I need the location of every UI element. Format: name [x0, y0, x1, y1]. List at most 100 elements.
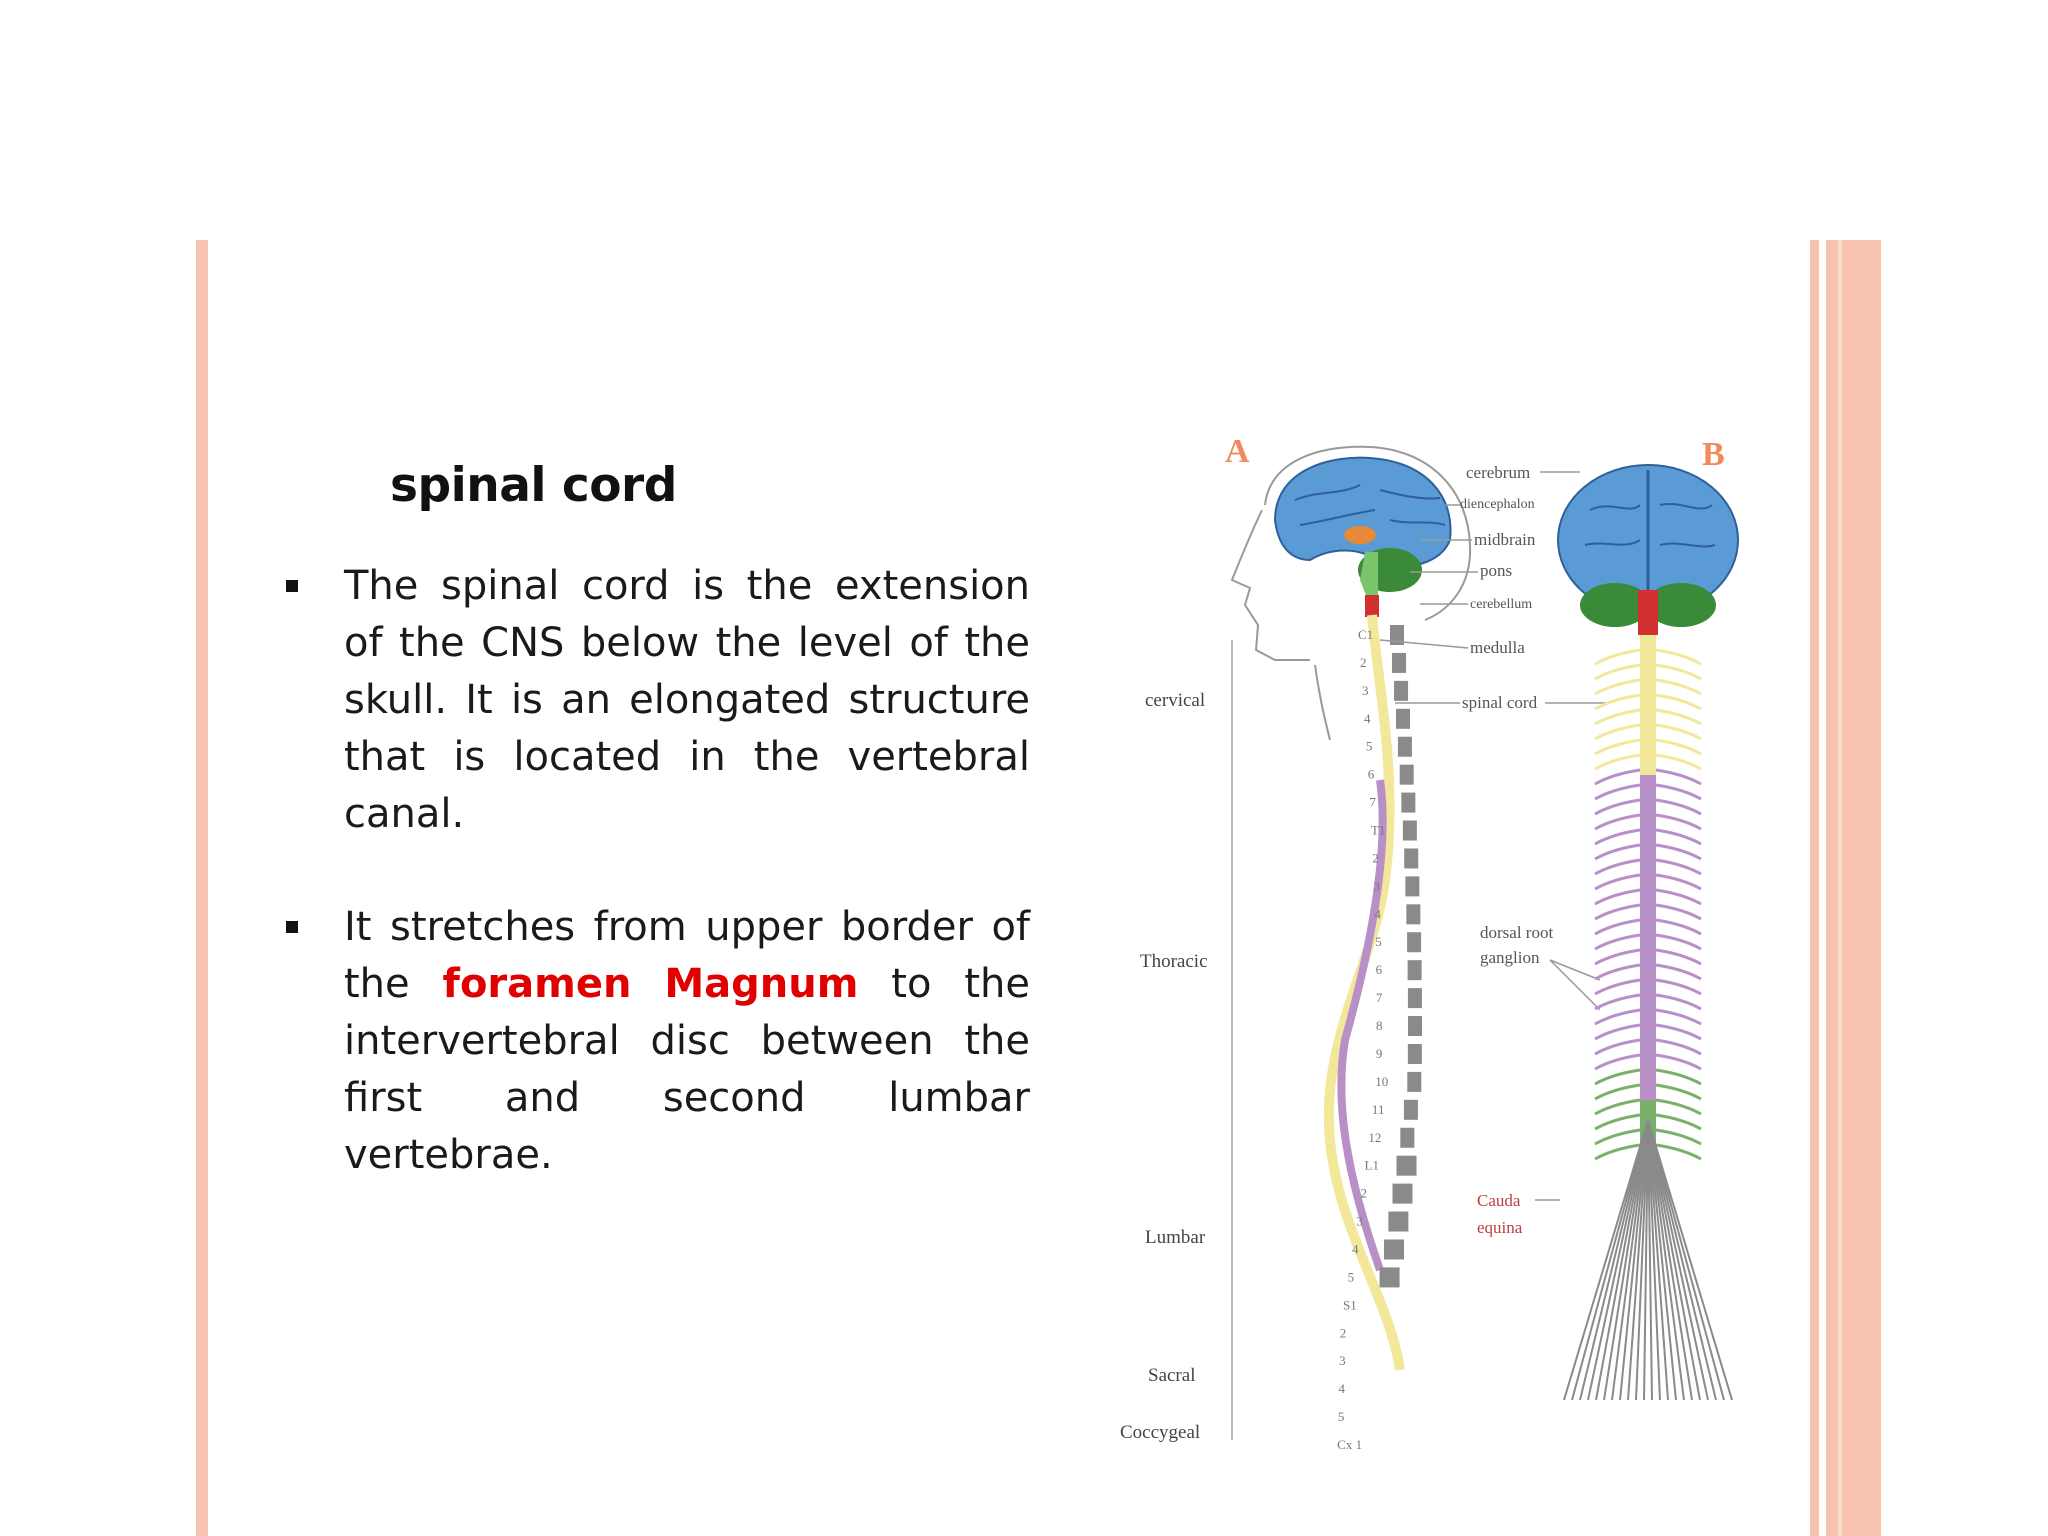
spinal-nerve [1594, 1023, 1641, 1041]
cauda-fiber [1647, 1119, 1661, 1401]
vertebra-label: 9 [1376, 1046, 1383, 1061]
spinal-nerve [1594, 1053, 1641, 1071]
cauda-fiber [1647, 1119, 1653, 1401]
spinal-nerve [1655, 948, 1702, 966]
label-thoracic: Thoracic [1140, 951, 1208, 972]
label-dorsal-root: dorsal root [1480, 923, 1553, 942]
spinal-nerve [1594, 1113, 1641, 1131]
bullet-item: The spinal cord is the extension of the … [280, 558, 1030, 843]
vertebra-body [1396, 1155, 1417, 1176]
cauda-fiber [1627, 1119, 1649, 1401]
cauda-fiber [1563, 1119, 1649, 1401]
label-cerebellum: cerebellum [1470, 597, 1532, 612]
spinal-nerve [1655, 693, 1702, 711]
spinal-nerve [1655, 858, 1702, 876]
spinal-nerve [1655, 1128, 1702, 1146]
spinal-nerve [1655, 843, 1702, 861]
spinal-nerve [1655, 723, 1702, 741]
highlight-foramen: foramen [442, 961, 632, 1007]
vertebra-label: L1 [1365, 1158, 1379, 1173]
slide-title: spinal cord [390, 458, 677, 513]
spinal-nerve [1655, 903, 1702, 921]
vertebra-label: 10 [1375, 1074, 1388, 1089]
spinal-nerve [1655, 933, 1702, 951]
spinal-nerve [1594, 723, 1641, 741]
cauda-fiber [1647, 1119, 1677, 1401]
bullet-text-start: It stretches from upper border of the [344, 904, 1030, 1007]
vertebra-body [1400, 1127, 1415, 1148]
spinal-nerve [1655, 888, 1702, 906]
spinal-nerve [1655, 1038, 1702, 1056]
vertebra-label: 3 [1373, 878, 1380, 893]
vertebra-body [1407, 1016, 1422, 1037]
spinal-nerve [1655, 813, 1702, 831]
vertebra-label: 5 [1375, 934, 1382, 949]
cauda-fiber [1619, 1119, 1649, 1401]
vertebra-label: 12 [1368, 1130, 1381, 1145]
spinal-nerve [1594, 933, 1641, 951]
vertebra-label: 2 [1360, 655, 1367, 670]
vertebra-body [1390, 625, 1404, 645]
spinal-nerve [1594, 978, 1641, 996]
spinal-nerve [1655, 1083, 1702, 1101]
vertebra-body [1407, 1043, 1422, 1064]
spinal-nerve [1594, 1068, 1641, 1086]
spinal-nerve [1594, 888, 1641, 906]
vertebra-label: 4 [1352, 1241, 1359, 1256]
right-accent-bar-thin [1810, 240, 1819, 1536]
vertebra-label: 2 [1372, 850, 1379, 865]
vertebral-column [1323, 614, 1405, 1371]
label-cervical: cervical [1145, 690, 1205, 711]
label-spinal-cord: spinal cord [1462, 693, 1538, 712]
spinal-nerve [1655, 1098, 1702, 1116]
spinal-nerve [1594, 813, 1641, 831]
vertebra-body [1402, 820, 1417, 841]
spinal-nerve [1594, 918, 1641, 936]
spinal-nerve [1594, 963, 1641, 981]
vertebrae-bodies [1379, 625, 1422, 1288]
vertebra-body [1404, 848, 1419, 869]
cauda-fiber [1647, 1119, 1685, 1401]
cauda-fiber [1635, 1119, 1649, 1401]
vertebra-label: 3 [1339, 1353, 1346, 1368]
bullet-square-icon [286, 580, 298, 592]
vertebra-label: 6 [1368, 767, 1375, 782]
spinal-cord-figure: A B cervical Thoracic Lumbar Sacral [1120, 433, 1739, 1452]
cauda-fiber [1647, 1119, 1733, 1401]
spinal-nerve [1655, 873, 1702, 891]
spinal-nerve [1594, 1083, 1641, 1101]
spinal-nerve [1655, 1143, 1702, 1161]
vertebra-label: S1 [1343, 1297, 1357, 1312]
vertebra-body [1388, 1211, 1409, 1232]
spinal-nerve [1594, 663, 1641, 681]
vertebra-label: 3 [1356, 1214, 1363, 1229]
vertebra-body [1401, 792, 1416, 813]
panel-b-letter: B [1702, 436, 1725, 473]
bullet-square-icon [286, 921, 298, 933]
spinal-nerve [1594, 738, 1641, 756]
vertebra-body [1407, 932, 1422, 953]
spinal-nerve [1655, 1023, 1702, 1041]
cauda-fiber [1647, 1119, 1717, 1401]
spinal-nerve [1655, 663, 1702, 681]
cauda-fiber [1647, 1119, 1725, 1401]
cauda-fiber [1611, 1119, 1649, 1401]
label-coccygeal: Coccygeal [1120, 1422, 1200, 1443]
spinal-nerve [1594, 1038, 1641, 1056]
bullet-item: It stretches from upper border of the fo… [280, 899, 1030, 1184]
spinal-nerve [1655, 678, 1702, 696]
vertebra-body [1392, 652, 1407, 673]
spinal-nerve [1655, 918, 1702, 936]
spinal-nerve [1594, 693, 1641, 711]
vertebra-body [1407, 960, 1422, 981]
spinal-nerve [1655, 1068, 1702, 1086]
vertebra-label: 3 [1362, 683, 1369, 698]
spinal-nerve [1594, 1008, 1641, 1026]
left-accent-bar [196, 240, 208, 1536]
panel-a-letter: A [1225, 433, 1250, 470]
brain-frontal [1557, 464, 1739, 635]
vertebra-body [1384, 1239, 1405, 1260]
vertebra-label: 4 [1338, 1381, 1345, 1396]
vertebra-label: 8 [1376, 1018, 1383, 1033]
spinal-nerve [1594, 843, 1641, 861]
